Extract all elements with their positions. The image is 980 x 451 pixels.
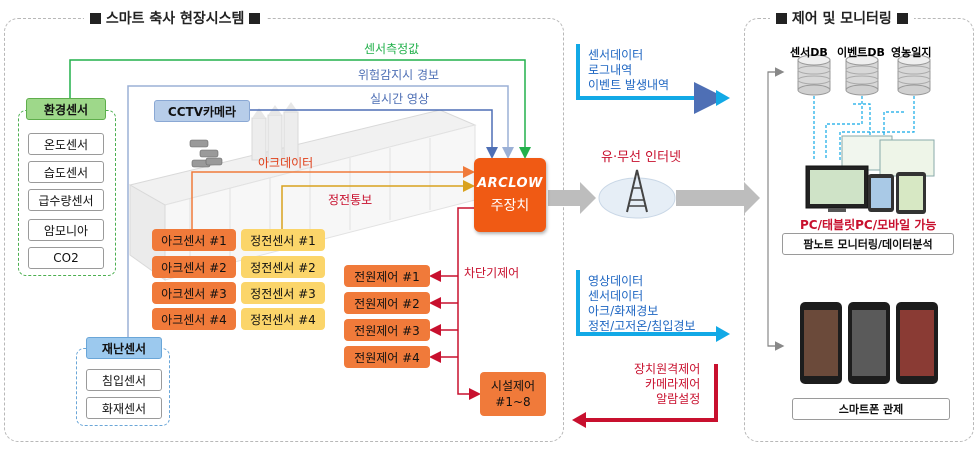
disaster-sensor-header: 재난센서 [86, 337, 162, 359]
arc-sensor-2: 아크센서 #2 [152, 256, 236, 278]
env-sensor-header: 환경센서 [26, 98, 106, 120]
power-control-1: 전원제어 #1 [344, 265, 430, 287]
humidity-sensor: 습도센서 [28, 161, 104, 183]
water-sensor: 급수량센서 [28, 189, 104, 211]
gray-arrow-to-network [548, 182, 596, 214]
database-icons [797, 54, 931, 96]
left-panel-title: 스마트 축사 현장시스템 [84, 8, 267, 28]
smartphones-illustration [800, 302, 938, 384]
power-control-2: 전원제어 #2 [344, 292, 430, 314]
main-device-brand: ARCLOW [477, 175, 543, 191]
ammonia-sensor: 암모니아 [28, 219, 104, 241]
facility-control: 시설제어 #1~8 [480, 372, 546, 416]
temperature-sensor: 온도센서 [28, 133, 104, 155]
cctv-camera-icon [189, 139, 223, 168]
farmnote-label: 팜노트 모니터링/데이터분석 [782, 233, 954, 255]
power-control-3: 전원제어 #3 [344, 319, 430, 341]
smartphone-label: 스마트폰 관제 [792, 398, 950, 420]
power-control-4: 전원제어 #4 [344, 346, 430, 368]
fire-sensor: 화재센서 [86, 397, 162, 419]
main-device-name: 주장치 [490, 197, 530, 214]
remote-info: 장치원격제어 카메라제어 알람설정 [634, 362, 701, 406]
outage-sensor-4: 정전센서 #4 [241, 308, 325, 330]
sensor-value-label: 센서측정값 [364, 42, 420, 56]
barn-illustration [128, 102, 477, 281]
outage-sensor-3: 정전센서 #3 [241, 282, 325, 304]
intrusion-sensor: 침입센서 [86, 369, 162, 391]
network-label: 유·무선 인터넷 [601, 150, 682, 165]
main-device: ARCLOW 주장치 [474, 158, 546, 232]
devices-illustration [805, 135, 935, 214]
cctv-camera-label: CCTV카메라 [154, 100, 250, 122]
arc-sensor-1: 아크센서 #1 [152, 229, 236, 251]
right-panel-title-text: 제어 및 모니터링 [791, 11, 892, 27]
left-panel-title-text: 스마트 축사 현장시스템 [105, 11, 245, 27]
outage-sensor-1: 정전센서 #1 [241, 229, 325, 251]
danger-alarm-label: 위험감지시 경보 [358, 68, 440, 82]
db-label-event: 이벤트DB [837, 46, 885, 59]
outage-notice-label: 정전통보 [328, 193, 373, 207]
outage-sensor-2: 정전센서 #2 [241, 256, 325, 278]
realtime-video-label: 실시간 영상 [370, 92, 430, 106]
db-label-sensor: 센서DB [790, 46, 828, 59]
right-panel-title: 제어 및 모니터링 [770, 8, 914, 28]
download-info: 영상데이터 센서데이터 아크/화재경보 정전/고저온/침입경보 [588, 274, 696, 333]
arc-sensor-4: 아크센서 #4 [152, 308, 236, 330]
arc-sensor-3: 아크센서 #3 [152, 282, 236, 304]
breaker-control-label: 차단기제어 [464, 266, 520, 280]
devices-caption: PC/태블릿PC/모바일 가능 [800, 218, 937, 232]
upload-info: 센서데이터 로그내역 이벤트 발생내역 [588, 48, 670, 92]
db-label-farm-diary: 영농일지 [891, 46, 932, 59]
gray-arrow-to-monitoring [676, 182, 760, 214]
left-panel [4, 18, 564, 442]
co2-sensor: CO2 [28, 247, 104, 269]
antenna-tower-icon [598, 169, 676, 219]
arc-data-label: 아크데이터 [258, 156, 314, 170]
